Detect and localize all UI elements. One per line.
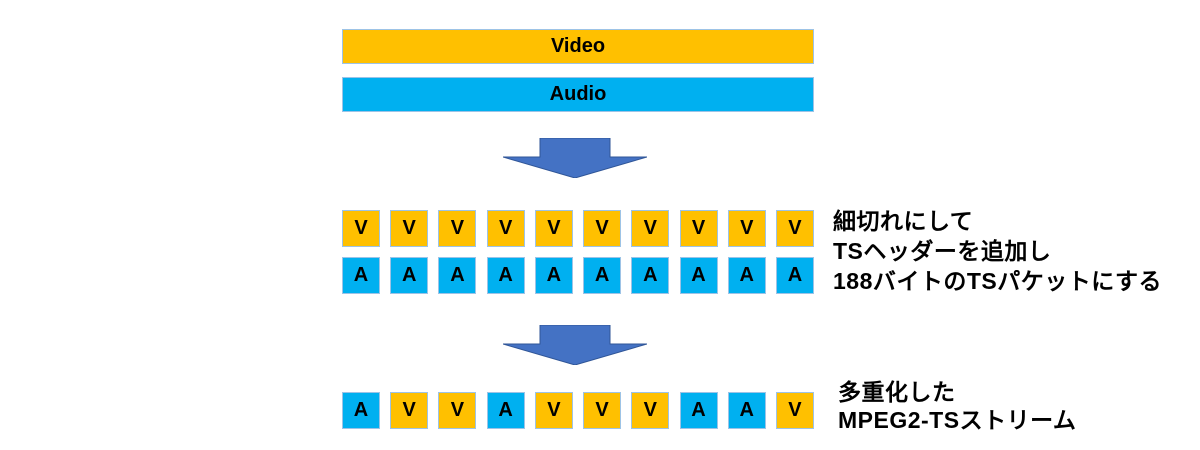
ts-packet: A xyxy=(679,392,718,429)
ts-packet: V xyxy=(438,392,477,429)
down-arrow-icon xyxy=(503,138,647,178)
video-ts-packet: V xyxy=(727,210,766,247)
ts-packet: V xyxy=(775,392,814,429)
packetize-caption-line: 細切れにして xyxy=(833,208,974,234)
audio-ts-packet: A xyxy=(486,257,525,294)
video-ts-packet: V xyxy=(390,210,429,247)
video-source-bar: Video xyxy=(342,29,814,64)
video-ts-packet: V xyxy=(342,210,380,247)
audio-ts-packet: A xyxy=(727,257,766,294)
ts-packet: V xyxy=(583,392,622,429)
audio-source-label: Audio xyxy=(549,83,607,105)
video-ts-packet: V xyxy=(534,210,573,247)
packetize-caption-line: TSヘッダーを追加し xyxy=(833,238,1052,264)
ts-packet: V xyxy=(390,392,429,429)
audio-ts-packet: A xyxy=(679,257,718,294)
ts-packet: V xyxy=(534,392,573,429)
down-arrow-icon xyxy=(503,325,647,365)
video-ts-packet: V xyxy=(583,210,622,247)
audio-source-bar: Audio xyxy=(342,77,814,112)
ts-packet: A xyxy=(727,392,766,429)
audio-ts-packet: A xyxy=(631,257,670,294)
audio-ts-packet: A xyxy=(438,257,477,294)
video-ts-packet: V xyxy=(775,210,814,247)
video-ts-packet: V xyxy=(631,210,670,247)
ts-packet: V xyxy=(631,392,670,429)
packetize-caption: 細切れにして TSヘッダーを追加し 188バイトのTSパケットにする xyxy=(833,206,1162,296)
ts-packet: A xyxy=(486,392,525,429)
audio-ts-packet: A xyxy=(775,257,814,294)
ts-packet: A xyxy=(342,392,380,429)
video-source-label: Video xyxy=(550,35,606,57)
audio-ts-packet: A xyxy=(342,257,380,294)
audio-ts-packet: A xyxy=(583,257,622,294)
audio-ts-packet: A xyxy=(390,257,429,294)
audio-ts-packet: A xyxy=(534,257,573,294)
multiplex-caption-line: 多重化した xyxy=(838,379,956,405)
video-ts-packet: V xyxy=(486,210,525,247)
video-ts-packet: V xyxy=(438,210,477,247)
multiplex-caption-line: MPEG2-TSストリーム xyxy=(838,407,1077,433)
packetize-caption-line: 188バイトのTSパケットにする xyxy=(833,268,1162,294)
video-ts-packet: V xyxy=(679,210,718,247)
